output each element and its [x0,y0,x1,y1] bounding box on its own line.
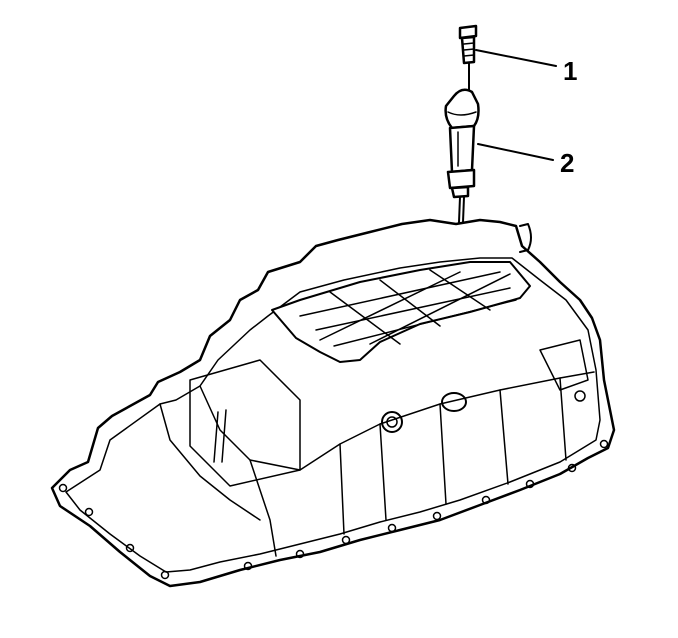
oil-pan-body [50,218,616,588]
callout-label-2: 2 [560,148,575,178]
bolt-part-1 [458,24,478,91]
callout-label-1: 1 [563,56,578,86]
flange-bolt-holes [58,439,609,580]
leader-lines [475,49,557,161]
